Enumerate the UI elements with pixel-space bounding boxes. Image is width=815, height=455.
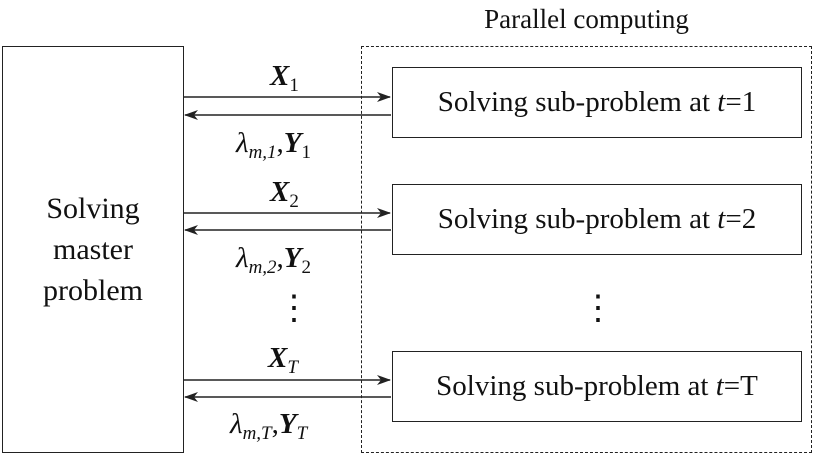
label-xT-var: X [268, 342, 288, 374]
subproblem-3-suffix: =T [723, 370, 758, 402]
subproblem-2-var: t [717, 203, 726, 235]
label-sep2: , [276, 242, 284, 274]
label-yT-sub: T [296, 423, 308, 444]
label-yT: λm,T,YT [230, 408, 307, 450]
subproblem-1-var: t [717, 86, 726, 118]
arrow-ellipsis: ⋮ [277, 290, 311, 327]
label-y1-var: Y [283, 127, 302, 159]
subproblem-1-suffix: =1 [725, 86, 757, 118]
master-line-2: master [53, 233, 133, 266]
label-sepT: , [271, 408, 279, 440]
subproblem-box-1: Solving sub-problem at t=1 [392, 67, 802, 138]
label-yT-var: Y [278, 408, 297, 440]
label-lambda1: λ [236, 127, 249, 159]
vertical-ellipsis-glyph: ⋮ [277, 290, 311, 327]
label-y2-var: Y [283, 242, 302, 274]
parallel-computing-frame [361, 46, 812, 453]
label-y2: λm,2,Y2 [236, 242, 311, 284]
subproblem-3-prefix: Solving sub-problem at [436, 370, 709, 402]
subproblem-2-prefix: Solving sub-problem at [437, 203, 711, 235]
label-sep1: , [276, 127, 284, 159]
label-x1-var: X [270, 60, 290, 92]
label-x2-var: X [270, 176, 290, 208]
label-xT: XT [268, 342, 298, 384]
subproblem-2-suffix: =2 [725, 203, 757, 235]
label-y2-sub: 2 [301, 257, 312, 278]
label-xT-sub: T [287, 357, 298, 378]
label-x1: X1 [270, 60, 299, 102]
label-x1-sub: 1 [289, 75, 299, 96]
label-x2: X2 [270, 176, 299, 218]
subproblem-3-var: t [715, 370, 724, 402]
vertical-ellipsis-glyph: ⋮ [581, 290, 615, 327]
label-lambda1-sub: m,1 [248, 142, 277, 163]
label-lambdaT: λ [230, 408, 243, 440]
subproblem-1-prefix: Solving sub-problem at [437, 86, 711, 118]
subproblem-box-2: Solving sub-problem at t=2 [392, 184, 802, 255]
label-lambda2-sub: m,2 [248, 257, 277, 278]
subproblem-box-3: Solving sub-problem at t=T [392, 351, 802, 422]
master-problem-box: Solving master problem [2, 46, 184, 453]
label-y1-sub: 1 [301, 142, 312, 163]
label-x2-sub: 2 [289, 191, 299, 212]
master-line-1: Solving [46, 192, 140, 225]
subproblem-ellipsis: ⋮ [581, 290, 615, 327]
label-lambda2: λ [236, 242, 249, 274]
master-line-3: problem [43, 274, 143, 307]
parallel-computing-title: Parallel computing [484, 4, 689, 34]
label-y1: λm,1,Y1 [236, 127, 311, 169]
label-lambdaT-sub: m,T [242, 423, 272, 444]
